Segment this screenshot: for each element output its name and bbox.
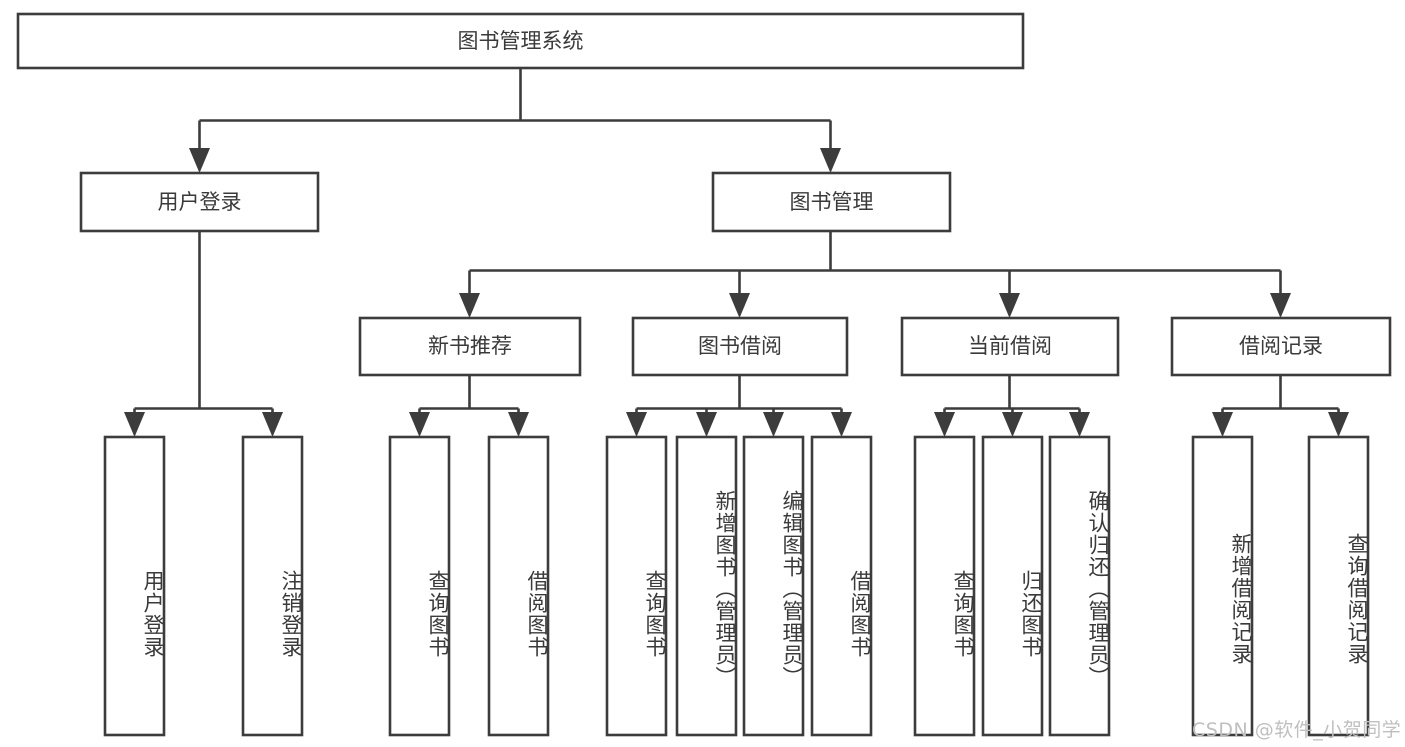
arrow-head-leaf-add-book (696, 412, 717, 437)
arrow-head-leaf-logout (262, 412, 283, 437)
node-box-leaf-borrow-book-1[interactable] (487, 435, 550, 737)
arrow-head-user-login (189, 148, 210, 173)
connector-user-login-to-leaves (124, 231, 283, 437)
arrow-head-leaf-user-login (124, 412, 145, 437)
arrow-head-leaf-add-record (1212, 412, 1233, 437)
node-box-leaf-add-book[interactable] (675, 435, 738, 737)
connector-new-book-recommend-to-leaves (409, 375, 529, 437)
arrow-head-book-borrow (729, 293, 750, 318)
node-box-leaf-edit-book[interactable] (742, 435, 805, 737)
node-box-leaf-add-record[interactable] (1191, 435, 1254, 737)
arrow-head-leaf-query-book-2 (626, 412, 647, 437)
node-label-root: 图书管理系统 (458, 29, 584, 53)
node-box-leaf-query-book-2[interactable] (605, 435, 668, 737)
node-box-leaf-return-book[interactable] (981, 435, 1044, 737)
node-box-leaf-confirm-return[interactable] (1048, 435, 1111, 737)
arrow-head-leaf-query-book-1 (409, 412, 430, 437)
arrow-head-leaf-edit-book (763, 412, 784, 437)
node-box-leaf-user-login[interactable] (103, 435, 166, 737)
node-box-leaf-query-record[interactable] (1307, 435, 1370, 737)
node-box-leaf-query-book-3[interactable] (913, 435, 976, 737)
connector-borrow-record-to-leaves (1212, 375, 1349, 437)
connector-book-management-to-level3 (459, 231, 1291, 318)
connector-book-borrow-to-leaves (626, 375, 852, 437)
connector-root-to-level2 (189, 68, 841, 173)
node-label-book-borrow: 图书借阅 (698, 334, 782, 358)
node-box-user-login[interactable] (79, 171, 320, 233)
arrow-head-leaf-query-book-3 (934, 412, 955, 437)
csdn-watermark: CSDN @软件_小贺同学 (1192, 719, 1402, 741)
arrow-head-leaf-borrow-book-2 (831, 412, 852, 437)
node-label-current-borrow: 当前借阅 (968, 334, 1052, 358)
node-box-book-management[interactable] (711, 171, 952, 233)
node-box-current-borrow[interactable] (900, 316, 1120, 377)
node-label-book-management: 图书管理 (790, 190, 874, 214)
arrow-head-leaf-confirm-return (1069, 412, 1090, 437)
arrow-head-leaf-borrow-book-1 (508, 412, 529, 437)
node-label-borrow-record: 借阅记录 (1239, 334, 1323, 358)
node-box-leaf-logout[interactable] (241, 435, 304, 737)
connector-current-borrow-to-leaves (934, 375, 1090, 437)
arrow-head-borrow-record (1270, 293, 1291, 318)
node-box-leaf-query-book-1[interactable] (388, 435, 451, 737)
arrow-head-book-management (820, 148, 841, 173)
node-box-book-borrow[interactable] (631, 316, 849, 377)
node-box-new-book-recommend[interactable] (358, 316, 582, 377)
arrow-head-current-borrow (999, 293, 1020, 318)
arrow-head-leaf-return-book (1002, 412, 1023, 437)
node-box-root[interactable] (16, 12, 1025, 70)
arrow-head-leaf-query-record (1328, 412, 1349, 437)
arrow-head-new-book-recommend (459, 293, 480, 318)
node-box-borrow-record[interactable] (1170, 316, 1392, 377)
node-label-user-login: 用户登录 (158, 190, 242, 214)
node-label-new-book-recommend: 新书推荐 (428, 334, 512, 358)
node-box-leaf-borrow-book-2[interactable] (810, 435, 873, 737)
